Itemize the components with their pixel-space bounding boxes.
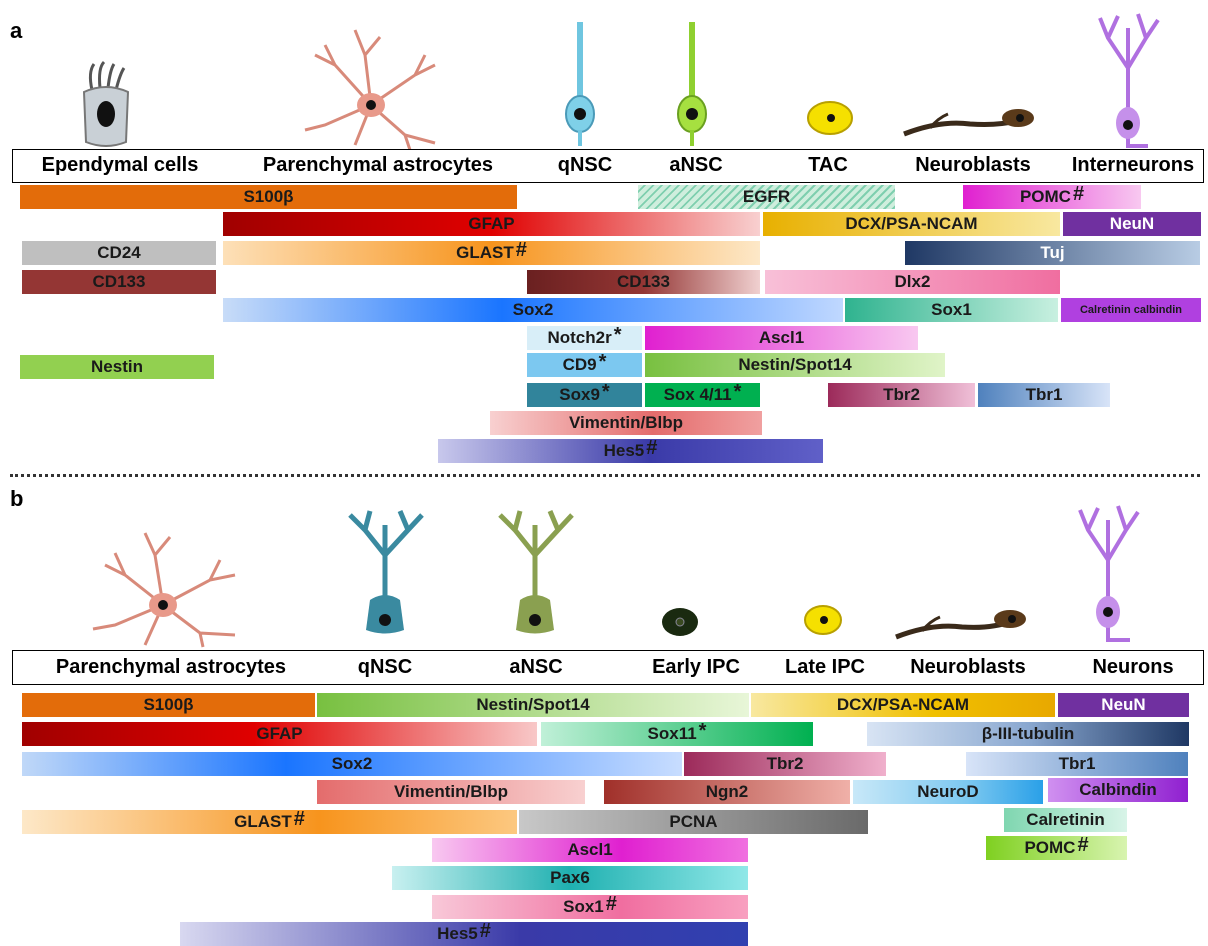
stage-qnsc: qNSC [557, 154, 613, 176]
neuroblast-icon [903, 109, 1034, 137]
qnsc-cell-icon [348, 510, 424, 634]
astrocyte-icon [304, 29, 436, 151]
marker-bar: β-III-tubulin [867, 722, 1189, 746]
marker-bar: NeuN [1058, 693, 1189, 717]
marker-bar: NeuN [1063, 212, 1201, 236]
marker-bar: Tbr2 [684, 752, 886, 776]
marker-bar: Ascl1 [645, 326, 918, 350]
panel-b-stage-header: Parenchymal astrocytes qNSC aNSC Early I… [12, 650, 1204, 685]
marker-bar: Nestin/Spot14 [645, 353, 945, 377]
stage-neurons: Neurons [1092, 655, 1174, 678]
stage-neuroblasts: Neuroblasts [910, 655, 1026, 678]
panel-b-label: b [10, 486, 24, 511]
panel-a-label: a [10, 18, 23, 43]
marker-bar: Tbr1 [966, 752, 1188, 776]
marker-bar: GLAST# [223, 241, 760, 265]
marker-bar: Notch2r* [527, 326, 642, 350]
marker-bar: Dlx2 [765, 270, 1060, 294]
marker-bar: Tuj [905, 241, 1200, 265]
stage-early-ipc: Early IPC [652, 655, 740, 678]
stage-parenchymal-astrocytes: Parenchymal astrocytes [262, 154, 494, 176]
marker-bar: Pax6 [392, 866, 748, 890]
stage-parenchymal-astrocytes: Parenchymal astrocytes [55, 655, 287, 678]
stage-interneurons: Interneurons [1071, 154, 1195, 176]
panel-a-stage-header: Ependymal cells Parenchymal astrocytes q… [12, 149, 1204, 183]
marker-bar: Ascl1 [432, 838, 748, 862]
late-ipc-cell-icon [804, 605, 842, 635]
stage-tac: TAC [808, 154, 848, 176]
marker-bar: GFAP [22, 722, 537, 746]
stage-neuroblasts: Neuroblasts [915, 154, 1031, 176]
marker-bar: NeuroD [853, 780, 1043, 804]
interneuron-icon [1098, 13, 1160, 148]
ansc-cell-icon [677, 22, 707, 146]
stage-ansc: aNSC [669, 154, 723, 176]
ependymal-cell-icon [82, 60, 130, 147]
marker-bar: DCX/PSA-NCAM [763, 212, 1060, 236]
marker-bar: Vimentin/Blbp [317, 780, 585, 804]
marker-bar: DCX/PSA-NCAM [751, 693, 1055, 717]
marker-bar: CD133 [527, 270, 760, 294]
marker-bar: Tbr1 [978, 383, 1110, 407]
marker-bar: S100β [20, 185, 517, 209]
marker-bar: Sox9* [527, 383, 642, 407]
astrocyte-icon [92, 532, 236, 648]
neuron-icon [1078, 505, 1140, 642]
stage-ependymal-cells: Ependymal cells [41, 154, 199, 176]
marker-bar: Sox 4/11* [645, 383, 760, 407]
ansc-cell-icon [498, 510, 574, 634]
panel-divider [10, 474, 1200, 477]
marker-bar: Sox2 [22, 752, 682, 776]
marker-bar: CD24 [22, 241, 216, 265]
marker-bar: PCNA [519, 810, 868, 834]
marker-bar: Nestin [20, 355, 214, 379]
marker-bar: Calbindin [1048, 778, 1188, 802]
marker-bar: Sox1 [845, 298, 1058, 322]
marker-bar: CD9* [527, 353, 642, 377]
marker-bar: Nestin/Spot14 [317, 693, 749, 717]
marker-bar: Hes5# [438, 439, 823, 463]
marker-bar: Ngn2 [604, 780, 850, 804]
marker-bar: POMC# [986, 836, 1127, 860]
marker-bar: Calretinin [1004, 808, 1127, 832]
marker-bar: Vimentin/Blbp [490, 411, 762, 435]
marker-bar: Hes5# [180, 922, 748, 946]
marker-bar: GLAST# [22, 810, 517, 834]
stage-late-ipc: Late IPC [784, 655, 866, 678]
marker-bar: Sox11* [541, 722, 813, 746]
marker-bar: Tbr2 [828, 383, 975, 407]
marker-bar: Sox1# [432, 895, 748, 919]
early-ipc-cell-icon [662, 608, 698, 636]
neuroblast-icon [895, 610, 1026, 640]
stage-qnsc: qNSC [357, 655, 413, 678]
marker-bar: EGFR [638, 185, 895, 209]
marker-bar: POMC# [963, 185, 1141, 209]
marker-bar: S100β [22, 693, 315, 717]
marker-bar: CD133 [22, 270, 216, 294]
tac-cell-icon [807, 101, 853, 135]
marker-bar: Sox2 [223, 298, 843, 322]
stage-ansc: aNSC [509, 655, 563, 678]
marker-bar: Calretinin calbindin [1061, 298, 1201, 322]
qnsc-cell-icon [565, 22, 595, 146]
marker-bar: GFAP [223, 212, 760, 236]
